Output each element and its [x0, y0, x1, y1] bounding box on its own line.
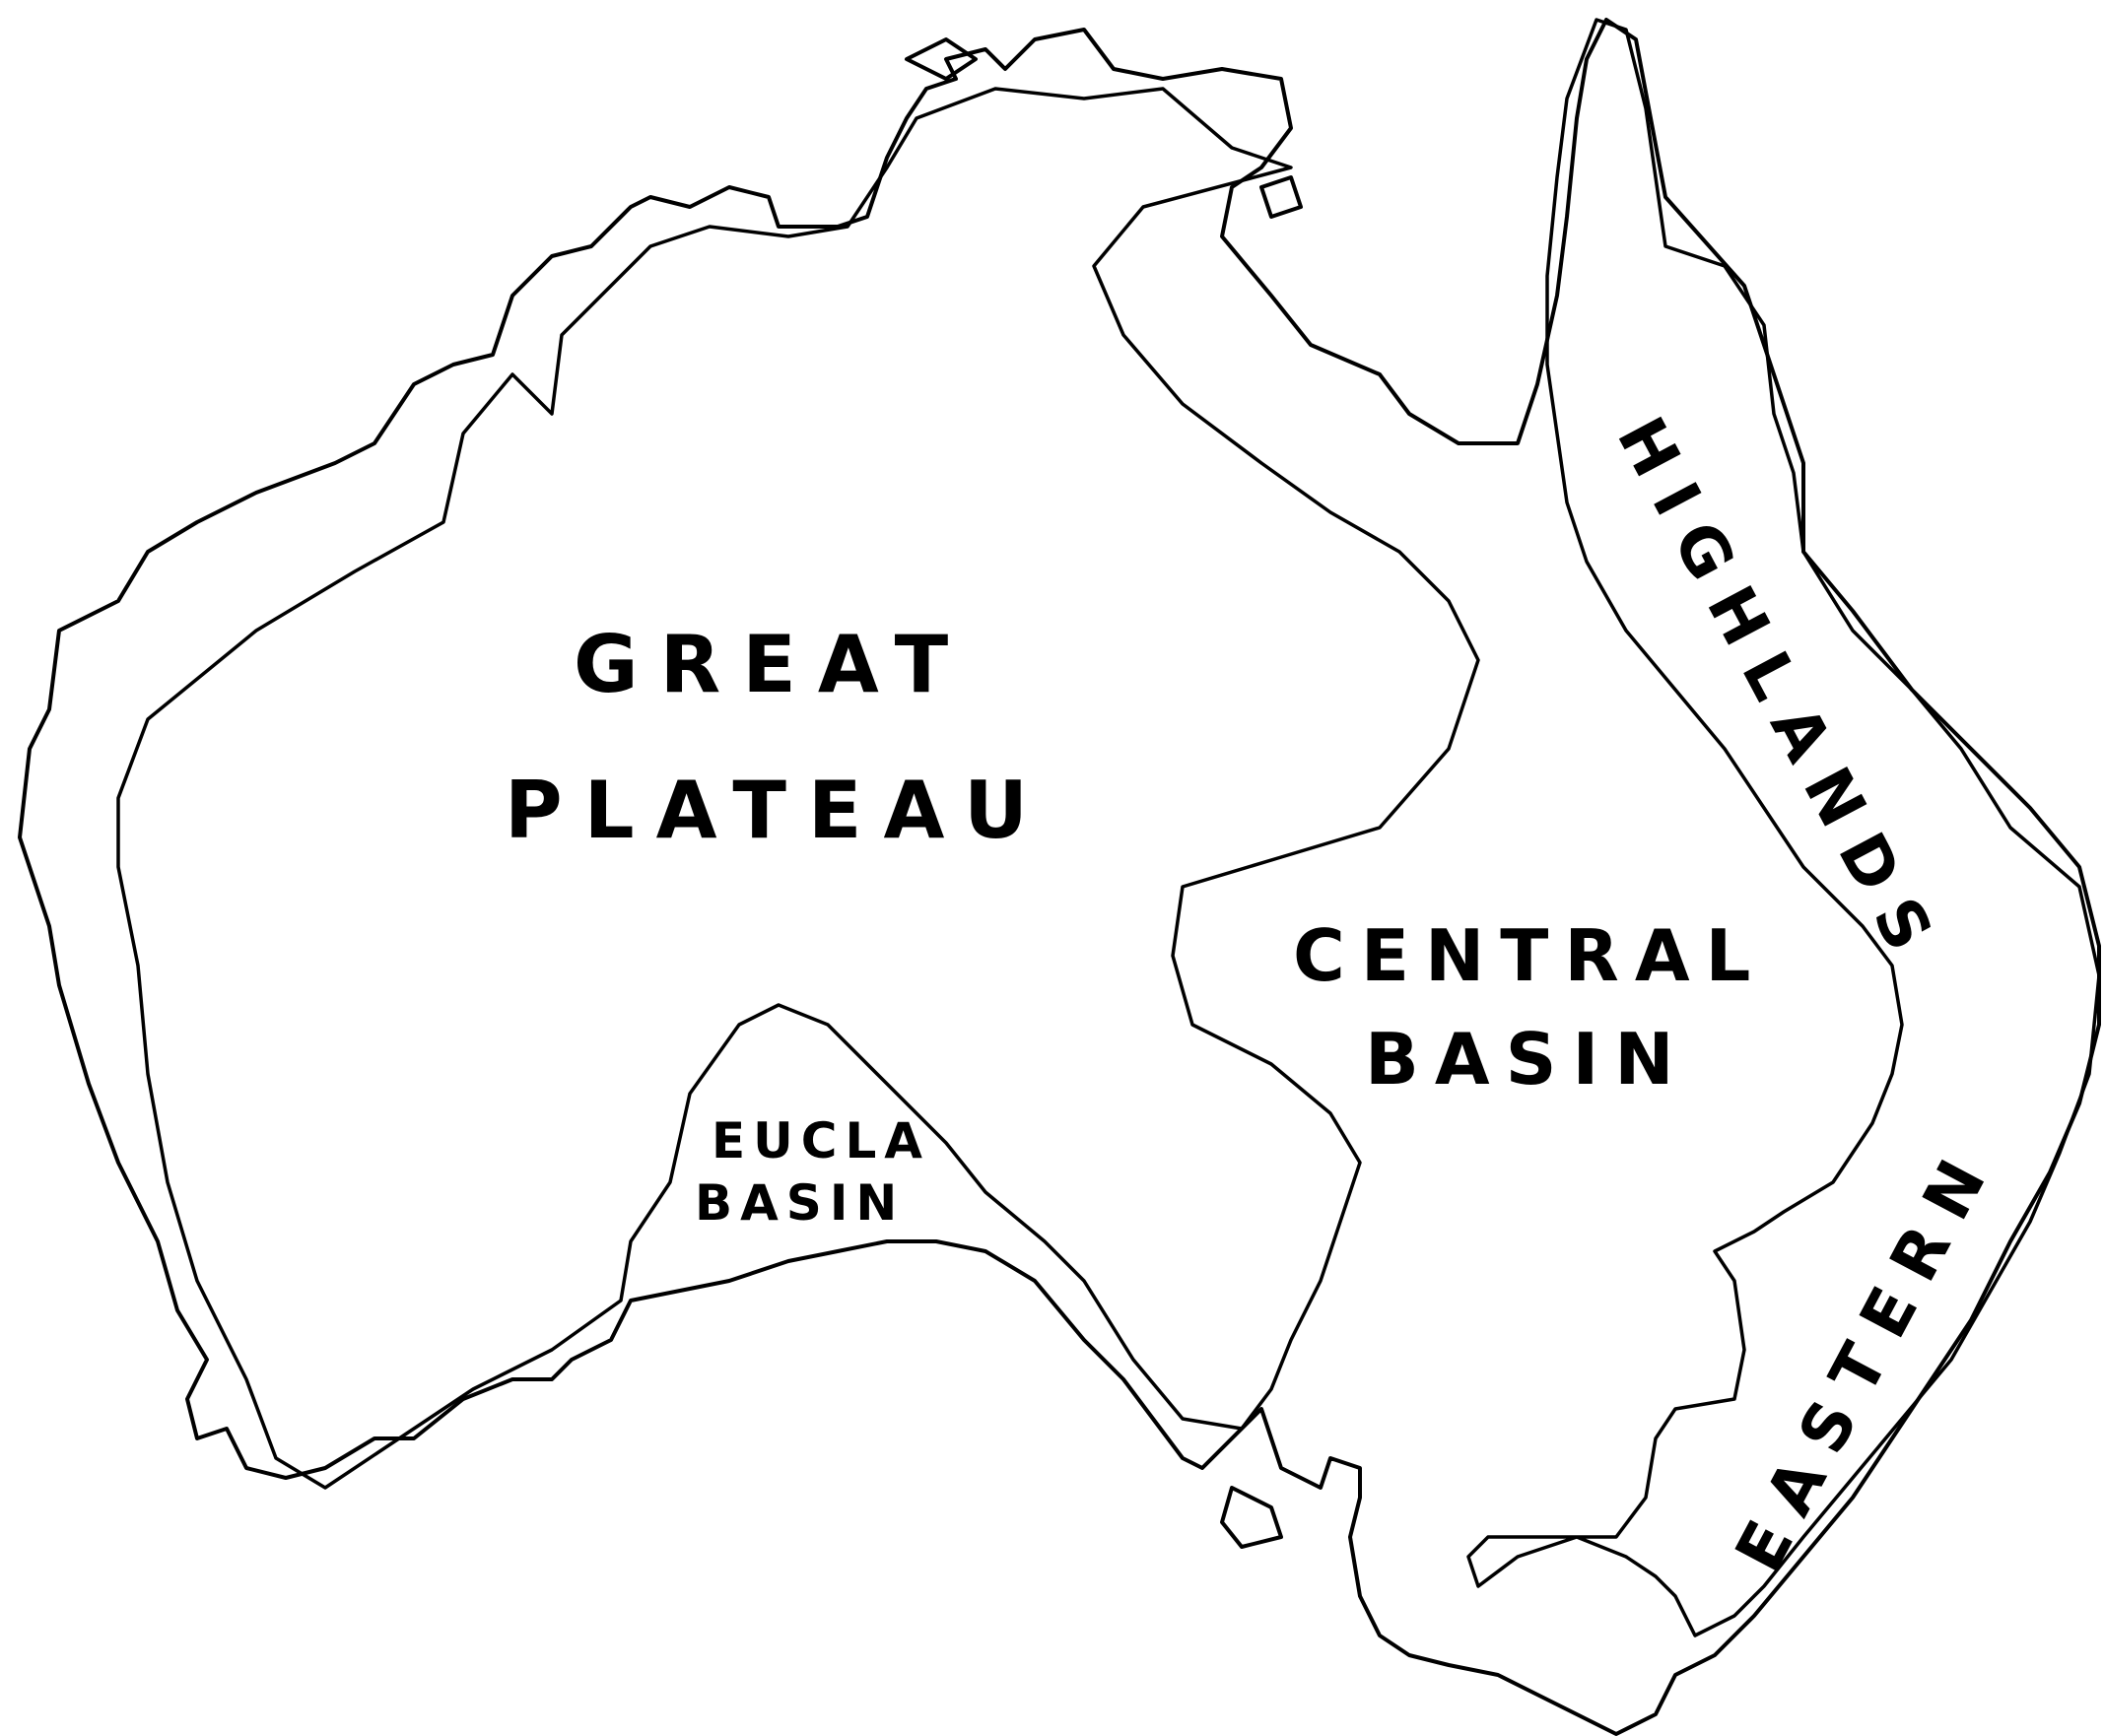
central-basin-line-1: CENTRAL: [1293, 914, 1766, 997]
eastern-highlands-line-1: HIGHLANDS: [1602, 405, 1956, 979]
eucla-basin-label: EUCLA BASIN: [695, 1112, 930, 1232]
great-plateau-region: [116, 87, 1480, 1490]
northern-island-2: [1259, 175, 1303, 219]
southern-island: [1220, 1486, 1283, 1549]
central-basin-line-2: BASIN: [1365, 1018, 1690, 1101]
eucla-basin-line-2: BASIN: [695, 1174, 905, 1232]
great-plateau-label: GREAT PLATEAU: [505, 619, 1050, 856]
eucla-basin-line-1: EUCLA: [712, 1112, 930, 1169]
northern-island-1: [905, 37, 978, 81]
coastline: [18, 18, 2101, 1736]
eastern-highlands-line-2: EASTERN: [1721, 1131, 2009, 1584]
central-basin-label: CENTRAL BASIN: [1293, 914, 1766, 1101]
eastern-highlands-region: [1466, 18, 2101, 1637]
great-plateau-line-1: GREAT: [574, 619, 970, 710]
great-plateau-line-2: PLATEAU: [505, 765, 1050, 856]
